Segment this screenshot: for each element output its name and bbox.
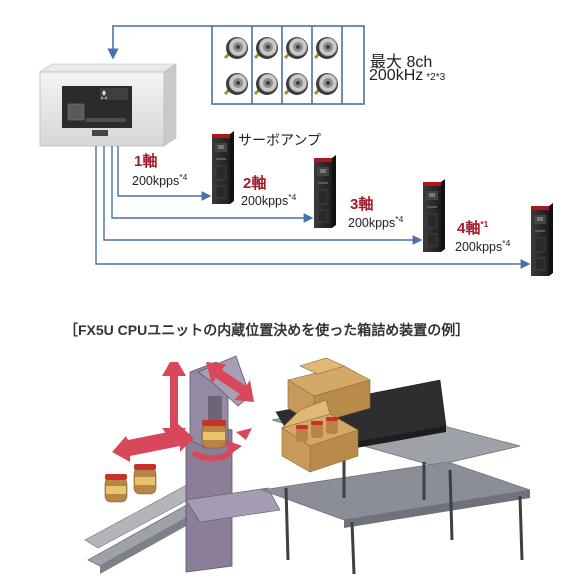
encoder-4-icon — [313, 37, 338, 60]
encoder-spec-line2: 200kHz*2*3 — [369, 67, 445, 85]
mitsubishi-logo-icon — [101, 90, 107, 99]
encoder-note: *2*3 — [426, 72, 446, 83]
servo-amplifier-1 — [212, 131, 234, 204]
axis-4-rate: 200kpps*4 — [455, 237, 511, 254]
encoder-3-icon — [283, 37, 308, 60]
servo-wiring — [95, 146, 531, 269]
plc-unit — [39, 63, 177, 147]
encoder-8-icon — [313, 73, 338, 96]
axis-3-rate: 200kpps*4 — [348, 213, 404, 230]
jar-group-box — [296, 417, 338, 442]
axis-2-label: 2軸 — [243, 175, 267, 192]
jar-group-left — [104, 464, 157, 503]
box-group — [281, 357, 371, 473]
encoder-5-icon — [223, 73, 248, 96]
axis-2-rate: 200kpps*4 — [241, 191, 297, 208]
axis-1-rate: 200kpps*4 — [132, 171, 188, 188]
gantry-robot — [185, 355, 281, 573]
encoder-rate: 200kHz — [369, 67, 424, 84]
axis-3-label: 3軸 — [350, 196, 374, 213]
encoder-6-icon — [253, 73, 278, 96]
encoder-spec-line1: 最大 8ch — [370, 54, 433, 71]
servo-amplifier-3 — [423, 179, 445, 252]
encoder-1-icon — [223, 37, 248, 60]
encoder-array — [223, 37, 338, 96]
axis-4-label: 4軸*1 — [457, 219, 489, 237]
servo-title: サーボアンプ — [238, 132, 322, 148]
encoder-wiring — [107, 25, 365, 105]
figure-caption: ［FX5U CPUユニットの内蔵位置決めを使った箱詰め装置の例］ — [64, 322, 470, 338]
encoder-2-icon — [253, 37, 278, 60]
servo-amplifier-group — [212, 131, 553, 276]
packing-machine-illustration — [84, 355, 531, 575]
servo-amplifier-4 — [531, 203, 553, 276]
encoder-7-icon — [283, 73, 308, 96]
motion-arrows — [112, 362, 254, 462]
axis-1-label: 1軸 — [134, 153, 158, 170]
servo-amplifier-2 — [314, 155, 336, 228]
